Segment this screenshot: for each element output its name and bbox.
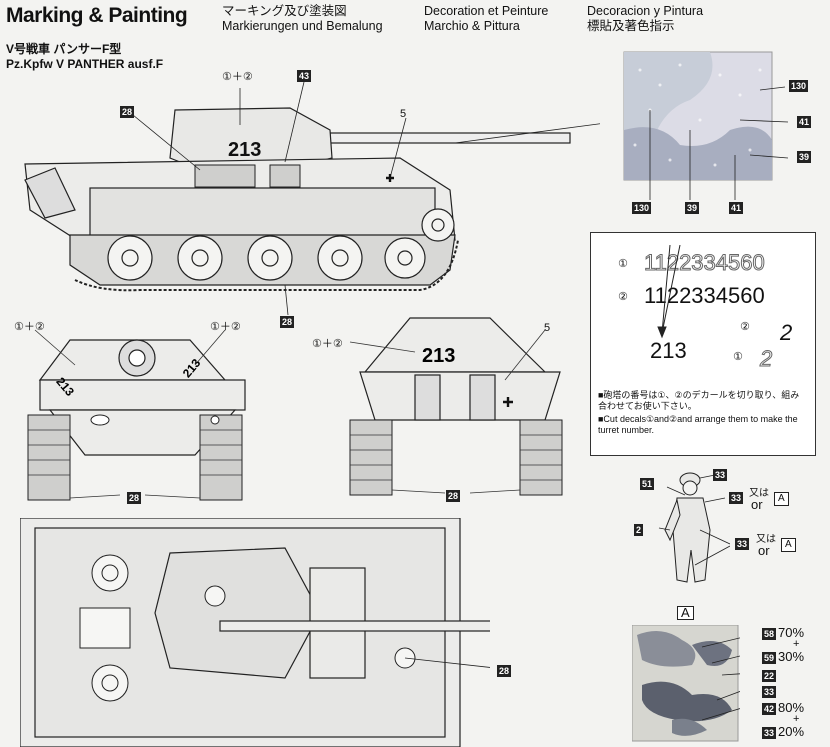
callout-5-side: 5 bbox=[400, 108, 407, 120]
decal-row1-marker: ① bbox=[618, 258, 628, 270]
callout-130-bottom: 130 bbox=[632, 202, 652, 214]
title-ja: マーキング及び塗装図 bbox=[222, 4, 347, 18]
decal-small-2: ② bbox=[740, 321, 750, 333]
decal-row2-marker: ② bbox=[618, 291, 628, 303]
callout-33-pants: 33 bbox=[735, 538, 750, 550]
cross-insignia-icon bbox=[386, 174, 394, 182]
pattern-ref-a-2: A bbox=[781, 538, 796, 552]
callout-59: 59 bbox=[762, 652, 777, 664]
camo-pattern-panel bbox=[623, 51, 789, 200]
callout-1-2-side: ①＋② bbox=[222, 71, 253, 83]
callout-42: 42 bbox=[762, 703, 777, 715]
decal-row1-digits: 1122334560 bbox=[644, 250, 766, 276]
decal-arrows bbox=[657, 245, 681, 339]
rear-turret-number: 213 bbox=[422, 345, 455, 367]
pattern-33-percent: 20% bbox=[778, 724, 805, 739]
decal-result-number: 213 bbox=[650, 338, 687, 363]
callout-39-right: 39 bbox=[797, 151, 812, 163]
callout-28-rear: 28 bbox=[446, 490, 461, 502]
front-view-illustration: 213 213 bbox=[27, 329, 246, 501]
callout-2: 2 bbox=[634, 524, 644, 536]
top-view-illustration bbox=[20, 518, 490, 747]
pattern-plus-2: + bbox=[793, 713, 800, 725]
decal-glyph-2-outline: 2 bbox=[759, 346, 773, 372]
callout-33-pattern: 33 bbox=[762, 686, 777, 698]
page-title: Marking & Painting bbox=[6, 4, 188, 27]
side-view-illustration: 213 bbox=[24, 81, 600, 316]
rear-view-illustration: 213 bbox=[349, 317, 563, 496]
side-turret-number: 213 bbox=[228, 139, 261, 161]
callout-51: 51 bbox=[640, 478, 655, 490]
model-name-ja: V号戦車 パンサーF型 bbox=[6, 42, 122, 56]
rear-cross-icon bbox=[503, 397, 513, 407]
or-ja-1: 又は bbox=[749, 488, 769, 499]
title-fr: Decoration et Peinture bbox=[424, 4, 549, 18]
pattern-a-label: A bbox=[677, 606, 694, 620]
callout-43: 43 bbox=[297, 70, 312, 82]
pattern-ref-a-1: A bbox=[774, 492, 789, 506]
callout-28-top: 28 bbox=[497, 665, 512, 677]
callout-22: 22 bbox=[762, 670, 777, 682]
decal-glyph-2: 2 bbox=[780, 320, 793, 345]
decal-small-1: ① bbox=[733, 351, 743, 363]
pattern-plus-1: + bbox=[793, 638, 800, 650]
pattern-a-swatch bbox=[632, 625, 740, 742]
callout-1-2-front-left: ①＋② bbox=[14, 321, 45, 333]
callout-1-2-rear: ①＋② bbox=[312, 338, 343, 350]
title-es: Decoracion y Pintura bbox=[587, 4, 704, 18]
title-de: Markierungen und Bemalung bbox=[222, 19, 383, 33]
pattern-58-percent: 70% bbox=[778, 625, 805, 640]
or-ja-2: 又は bbox=[756, 534, 776, 545]
decal-note-en: ■Cut decals①and②and arrange them to make… bbox=[598, 414, 798, 435]
decal-note-ja: ■砲塔の番号は①、②のデカールを切り取り、組み合わせてお使い下さい。 bbox=[598, 390, 800, 411]
callout-58: 58 bbox=[762, 628, 777, 640]
decal-row2-digits: 1122334560 bbox=[644, 283, 765, 308]
callout-28-side-track: 28 bbox=[280, 316, 295, 328]
pattern-59-percent: 30% bbox=[778, 649, 805, 664]
crew-figure-illustration bbox=[658, 472, 730, 583]
callout-39-bottom: 39 bbox=[685, 202, 700, 214]
or-en-1: or bbox=[751, 497, 763, 512]
callout-1-2-front-right: ①＋② bbox=[210, 321, 241, 333]
decal-sheet-panel bbox=[590, 232, 816, 456]
callout-33-bottom: 33 bbox=[762, 727, 777, 739]
or-en-2: or bbox=[758, 543, 770, 558]
callout-28-front: 28 bbox=[127, 492, 142, 504]
callout-5-rear: 5 bbox=[544, 322, 551, 334]
title-it: Marchio & Pittura bbox=[424, 19, 520, 33]
pattern-42-percent: 80% bbox=[778, 700, 805, 715]
callout-41-right: 41 bbox=[797, 116, 812, 128]
callout-130-right: 130 bbox=[789, 80, 809, 92]
title-zh: 標貼及著色指示 bbox=[587, 19, 675, 33]
callout-33-cap: 33 bbox=[713, 469, 728, 481]
callout-33-jacket: 33 bbox=[729, 492, 744, 504]
model-name-en: Pz.Kpfw V PANTHER ausf.F bbox=[6, 57, 164, 71]
road-wheels bbox=[107, 208, 455, 281]
callout-28-side: 28 bbox=[120, 106, 135, 118]
callout-41-bottom: 41 bbox=[729, 202, 744, 214]
